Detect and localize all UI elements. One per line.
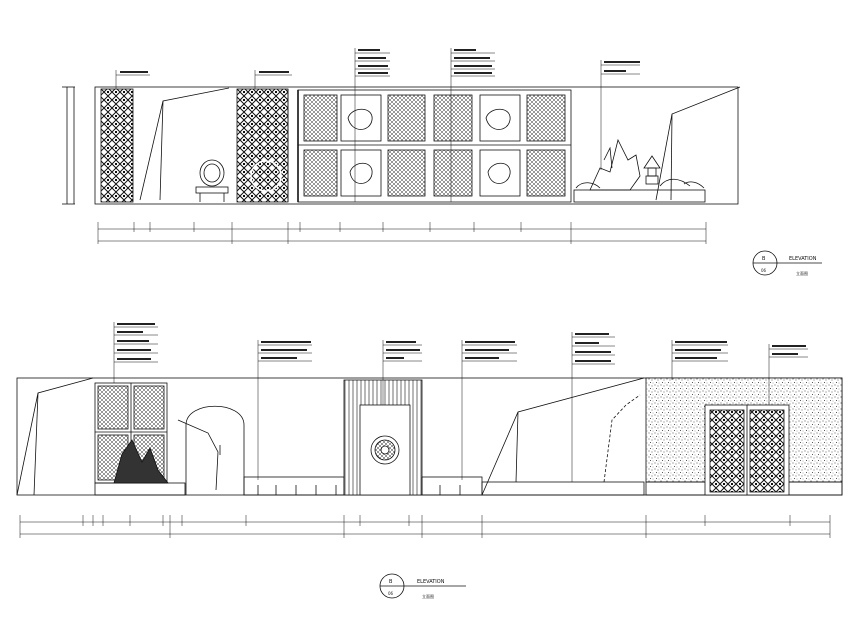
dimension-chain-top [97,222,707,244]
stone-lantern [643,155,661,185]
elevation-bottom [16,322,843,538]
callouts-bottom [113,322,808,482]
section-tag-top: B 06 ELEVATION 立面图 [752,250,822,276]
tag-title-bottom: ELEVATION [417,579,445,585]
section-tag-bottom: B 06 ELEVATION 立面图 [379,573,466,599]
callout-text-top [120,49,640,74]
callout-text-bottom [117,323,806,362]
planter-bottom [94,482,186,496]
slanted-mirror [139,87,230,201]
tag-subtitle-bottom: 立面图 [422,593,434,599]
tag-subtitle-top: 立面图 [796,270,808,276]
wall-outline-top [94,86,739,205]
tag-number-bottom: 06 [388,591,394,596]
elevation-top [62,48,741,244]
arch-door [185,406,245,495]
art-panels [340,94,521,197]
tag-number-top: 06 [761,268,767,273]
lattice-screen [236,88,289,203]
cabinet-doors [303,94,566,197]
dimension-chain-bottom [19,515,831,538]
chair [195,159,229,202]
rockery [589,138,641,191]
tag-letter-bottom: B [389,579,393,585]
tag-letter-top: B [762,256,766,262]
callouts-top [115,48,640,202]
tag-title-top: ELEVATION [789,256,817,262]
planter [573,189,706,203]
lattice-panel [100,88,134,203]
